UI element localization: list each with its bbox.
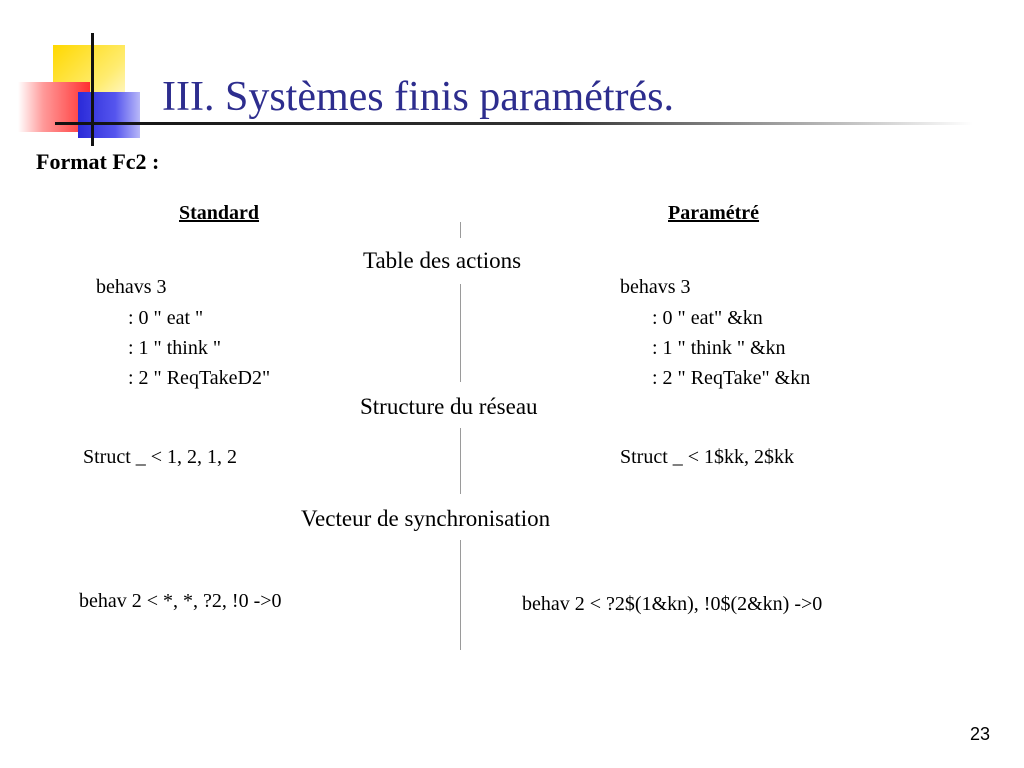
page-number: 23	[969, 724, 990, 744]
section-title-actions: Table des actions	[363, 248, 522, 273]
slide-title: III. Systèmes finis paramétrés.	[162, 74, 675, 120]
logo-blue-square	[78, 92, 140, 138]
action-line-parametre: behavs 3	[620, 276, 691, 298]
action-line-parametre: : 0 " eat" &kn	[652, 307, 763, 329]
network-struct-parametre: Struct _ < 1$kk, 2$kk	[620, 446, 795, 468]
column-divider	[460, 284, 461, 382]
network-struct-standard: Struct _ < 1, 2, 1, 2	[83, 446, 238, 468]
action-line-standard: : 2 " ReqTakeD2"	[128, 367, 271, 389]
column-divider	[460, 428, 461, 494]
section-title-sync: Vecteur de synchronisation	[301, 506, 551, 531]
action-line-standard: behavs 3	[96, 276, 167, 298]
action-line-parametre: : 1 " think " &kn	[652, 337, 786, 359]
action-line-parametre: : 2 " ReqTake" &kn	[652, 367, 811, 389]
format-label: Format Fc2 :	[36, 149, 160, 174]
column-divider	[460, 222, 461, 238]
action-line-standard: : 0 " eat "	[128, 307, 204, 329]
title-underline	[55, 122, 973, 125]
logo-vertical-line	[91, 33, 94, 146]
section-title-network: Structure du réseau	[360, 394, 538, 419]
column-divider	[460, 540, 461, 650]
sync-vector-parametre: behav 2 < ?2$(1&kn), !0$(2&kn) ->0	[522, 593, 823, 615]
column-header-parametre: Paramétré	[668, 202, 760, 224]
action-line-standard: : 1 " think "	[128, 337, 221, 359]
sync-vector-standard: behav 2 < *, *, ?2, !0 ->0	[79, 590, 282, 612]
column-header-standard: Standard	[179, 202, 260, 224]
